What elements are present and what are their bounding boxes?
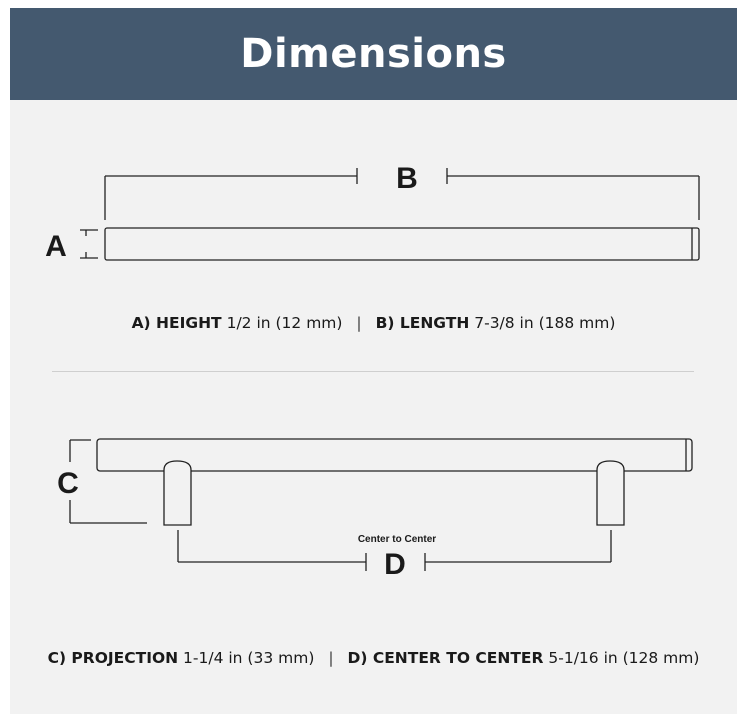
height-value: 1/2 in (12 mm): [226, 314, 343, 332]
section-divider: [52, 371, 694, 372]
label-d: D: [384, 548, 406, 581]
height-label: A) HEIGHT: [131, 314, 222, 332]
center-to-center-note: Center to Center: [358, 534, 436, 545]
page-title: Dimensions: [240, 31, 507, 77]
projection-value: 1-1/4 in (33 mm): [183, 649, 315, 667]
specs-row-1: A) HEIGHT 1/2 in (12 mm) | B) LENGTH 7-3…: [10, 314, 737, 332]
label-c: C: [57, 467, 79, 500]
handle-front-view: [96, 438, 693, 526]
center-to-center-label: D) CENTER TO CENTER: [347, 649, 544, 667]
dimension-c-line: [69, 439, 147, 524]
handle-post-left: [163, 460, 192, 526]
spec-separator: |: [328, 649, 334, 667]
dimensions-panel: [10, 8, 737, 714]
center-to-center-value: 5-1/16 in (128 mm): [548, 649, 700, 667]
header-banner: Dimensions: [10, 8, 737, 100]
length-label: B) LENGTH: [375, 314, 470, 332]
length-value: 7-3/8 in (188 mm): [474, 314, 616, 332]
projection-label: C) PROJECTION: [47, 649, 179, 667]
handle-bar-top-view: [104, 227, 700, 261]
spec-separator: |: [356, 314, 362, 332]
label-b: B: [396, 162, 418, 195]
label-a: A: [45, 230, 67, 263]
specs-row-2: C) PROJECTION 1-1/4 in (33 mm) | D) CENT…: [10, 649, 737, 667]
dimension-b-line: [104, 168, 700, 220]
handle-post-right: [596, 460, 625, 526]
dimension-d-line: [177, 530, 612, 571]
dimension-a-line: [80, 229, 98, 259]
